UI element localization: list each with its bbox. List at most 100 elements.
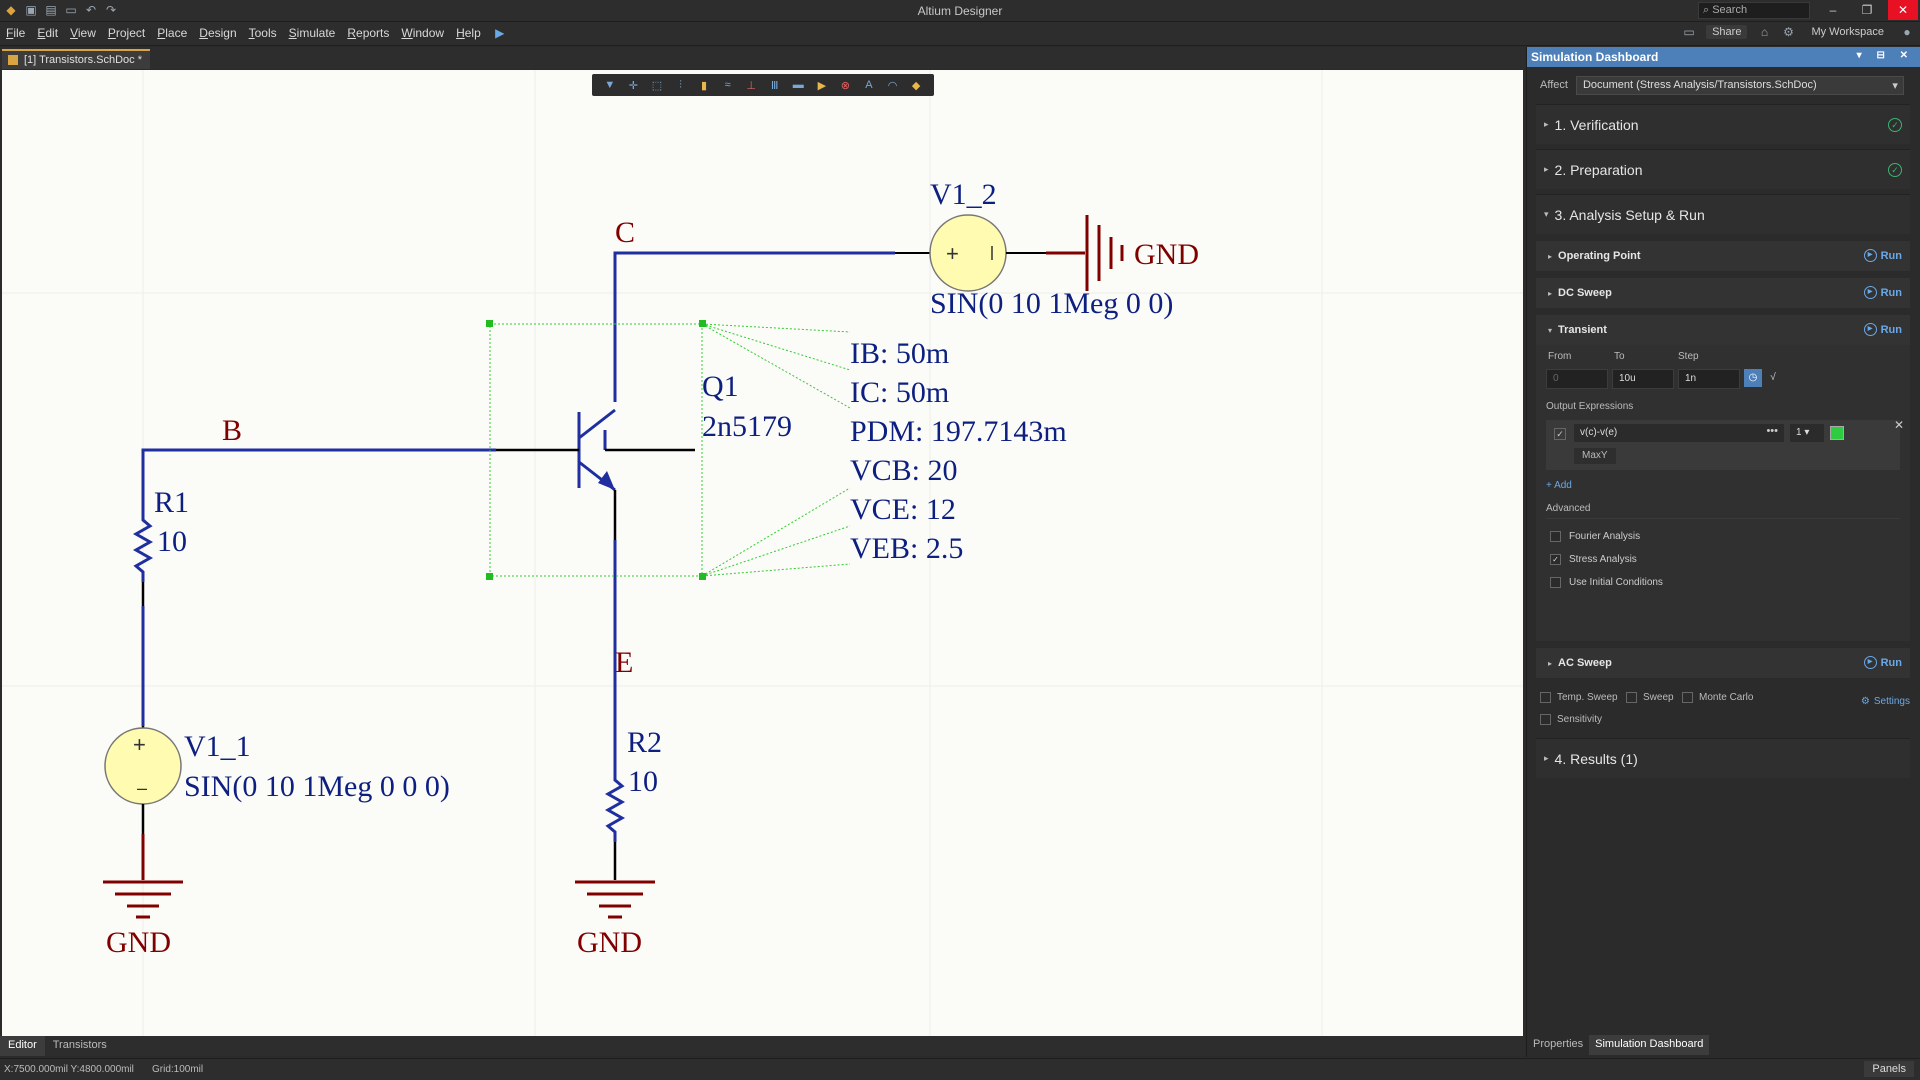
initial-conditions-option[interactable]: Use Initial Conditions (1546, 577, 1900, 588)
step-preparation[interactable]: ▸ 2. Preparation ✓ (1536, 149, 1910, 189)
run-button-transient[interactable]: ▶Run (1863, 323, 1902, 336)
text-icon[interactable]: A (865, 79, 873, 91)
menu-window[interactable]: Window (401, 26, 445, 40)
probe-icon[interactable]: ◆ (911, 79, 921, 92)
wire-icon[interactable]: ≈ (724, 79, 731, 91)
save-all-icon[interactable]: ▤ (45, 3, 57, 17)
menu-design[interactable]: Design (199, 26, 237, 40)
monte-carlo-checkbox[interactable] (1682, 692, 1693, 703)
analysis-dc-sweep[interactable]: ▸ DC Sweep ▶Run (1536, 278, 1910, 308)
panels-button[interactable]: Panels (1864, 1061, 1914, 1077)
chat-icon[interactable]: ▭ (1683, 25, 1695, 39)
clock-icon[interactable]: ◷ (1744, 369, 1762, 387)
tab-editor[interactable]: Editor (0, 1036, 45, 1056)
bus-icon[interactable]: Ⅲ (770, 79, 779, 92)
minimize-button[interactable]: – (1829, 3, 1837, 17)
close-icon[interactable]: ✕ (1893, 418, 1904, 432)
sensitivity-option[interactable]: Sensitivity (1540, 714, 1602, 725)
run-button-dc[interactable]: ▶Run (1863, 286, 1902, 299)
step-input[interactable]: 1n (1678, 369, 1740, 389)
tab-transistors[interactable]: Transistors (52, 1039, 107, 1051)
menu-place[interactable]: Place (157, 26, 188, 40)
home-icon[interactable]: ⌂ (1760, 25, 1769, 39)
menu-tools[interactable]: Tools (248, 26, 277, 40)
step-analysis-setup[interactable]: ▾ 3. Analysis Setup & Run (1536, 194, 1910, 234)
fourier-option[interactable]: Fourier Analysis (1546, 531, 1900, 542)
open-icon[interactable]: ▭ (65, 3, 77, 17)
gear-icon[interactable]: ⚙ (1783, 25, 1794, 39)
step-label: Step (1678, 351, 1699, 362)
sheet-symbol-icon[interactable]: ▬ (792, 79, 804, 91)
add-expression-link[interactable]: + Add (1546, 480, 1572, 491)
document-tab[interactable]: [1] Transistors.SchDoc * (2, 49, 150, 69)
share-button[interactable]: Share (1706, 25, 1748, 39)
analysis-transient-label: Transient (1558, 324, 1607, 336)
temp-sweep-option[interactable]: Temp. Sweep (1540, 692, 1618, 703)
step-analysis-setup-label: 3. Analysis Setup & Run (1554, 206, 1705, 223)
run-button-op[interactable]: ▶Run (1863, 249, 1902, 262)
temp-sweep-checkbox[interactable] (1540, 692, 1551, 703)
menu-reports[interactable]: Reports (347, 26, 390, 40)
port-icon[interactable]: ▶ (817, 79, 827, 92)
select-area-icon[interactable]: ⬚ (651, 79, 663, 92)
tab-simulation-dashboard[interactable]: Simulation Dashboard (1589, 1035, 1710, 1055)
measurement-tag[interactable]: MaxY (1574, 448, 1616, 464)
menu-help[interactable]: Help (456, 26, 481, 40)
menu-project[interactable]: Project (107, 26, 146, 40)
menu-view[interactable]: View (70, 26, 96, 40)
series-color-swatch[interactable] (1830, 426, 1844, 440)
schematic-doc-icon (8, 55, 18, 65)
sensitivity-checkbox[interactable] (1540, 714, 1551, 725)
schematic-canvas[interactable]: + + – (2, 70, 1523, 1036)
analysis-operating-point[interactable]: ▸ Operating Point ▶Run (1536, 241, 1910, 271)
chevron-right-icon: ▸ (1544, 753, 1549, 763)
menu-simulate[interactable]: Simulate (288, 26, 336, 40)
move-icon[interactable]: ✛ (628, 79, 638, 92)
monte-carlo-option[interactable]: Monte Carlo (1682, 692, 1753, 703)
gnd-symbol-right (1046, 215, 1124, 291)
no-erc-icon[interactable]: ⊗ (840, 79, 851, 92)
search-input[interactable]: ⌕ Search (1698, 2, 1810, 19)
svg-text:+: + (133, 732, 146, 757)
fourier-checkbox[interactable] (1550, 531, 1561, 542)
expression-checkbox[interactable]: ✓ (1554, 428, 1566, 440)
run-script-icon[interactable]: ▶ (495, 26, 505, 40)
stress-option[interactable]: ✓Stress Analysis (1546, 554, 1900, 565)
step-verification[interactable]: ▸ 1. Verification ✓ (1536, 104, 1910, 144)
chevron-right-icon: ▸ (1544, 164, 1549, 174)
save-icon[interactable]: ▣ (25, 3, 37, 17)
stress-checkbox[interactable]: ✓ (1550, 554, 1561, 565)
menu-edit[interactable]: Edit (37, 26, 59, 40)
run-button-ac[interactable]: ▶Run (1863, 656, 1902, 669)
step-results[interactable]: ▸ 4. Results (1) (1536, 738, 1910, 778)
to-input[interactable]: 10u (1612, 369, 1674, 389)
analysis-transient[interactable]: ▾ Transient ▶Run (1536, 315, 1910, 345)
workspace-button[interactable]: My Workspace (1805, 25, 1890, 39)
expression-input[interactable]: v(c)-v(e)••• (1574, 424, 1784, 442)
undo-icon[interactable]: ↶ (85, 3, 97, 17)
part-icon[interactable]: ▮ (701, 79, 708, 92)
power-port-icon[interactable]: ⊥ (746, 79, 756, 92)
redo-icon[interactable]: ↷ (105, 3, 117, 17)
analysis-ac-sweep[interactable]: ▸ AC Sweep ▶Run (1536, 648, 1910, 678)
more-icon[interactable]: ••• (1766, 425, 1778, 437)
sqrt-icon[interactable]: √ (1770, 372, 1776, 383)
sweep-checkbox[interactable] (1626, 692, 1637, 703)
align-icon[interactable]: ⫶ (679, 78, 682, 91)
menu-file[interactable]: File (6, 26, 26, 40)
affect-dropdown[interactable]: Document (Stress Analysis/Transistors.Sc… (1575, 75, 1904, 95)
panel-controls[interactable]: ▾ ⊟ ✕ (1856, 50, 1914, 61)
initial-conditions-checkbox[interactable] (1550, 577, 1561, 588)
axis-select[interactable]: 1 ▾ (1790, 424, 1824, 442)
restore-button[interactable]: ❐ (1861, 3, 1873, 17)
share-label: Share (1712, 26, 1742, 38)
settings-button[interactable]: ⚙Settings (1861, 696, 1910, 707)
chevron-right-icon: ▸ (1548, 288, 1553, 298)
sweep-option[interactable]: Sweep (1626, 692, 1674, 703)
arc-icon[interactable]: ◠ (887, 79, 898, 92)
tab-properties[interactable]: Properties (1533, 1038, 1584, 1050)
from-input[interactable]: 0 (1546, 369, 1608, 389)
close-button[interactable]: ✕ (1888, 0, 1918, 20)
user-icon[interactable]: ● (1903, 25, 1911, 39)
filter-icon[interactable]: ▼ (604, 79, 616, 91)
